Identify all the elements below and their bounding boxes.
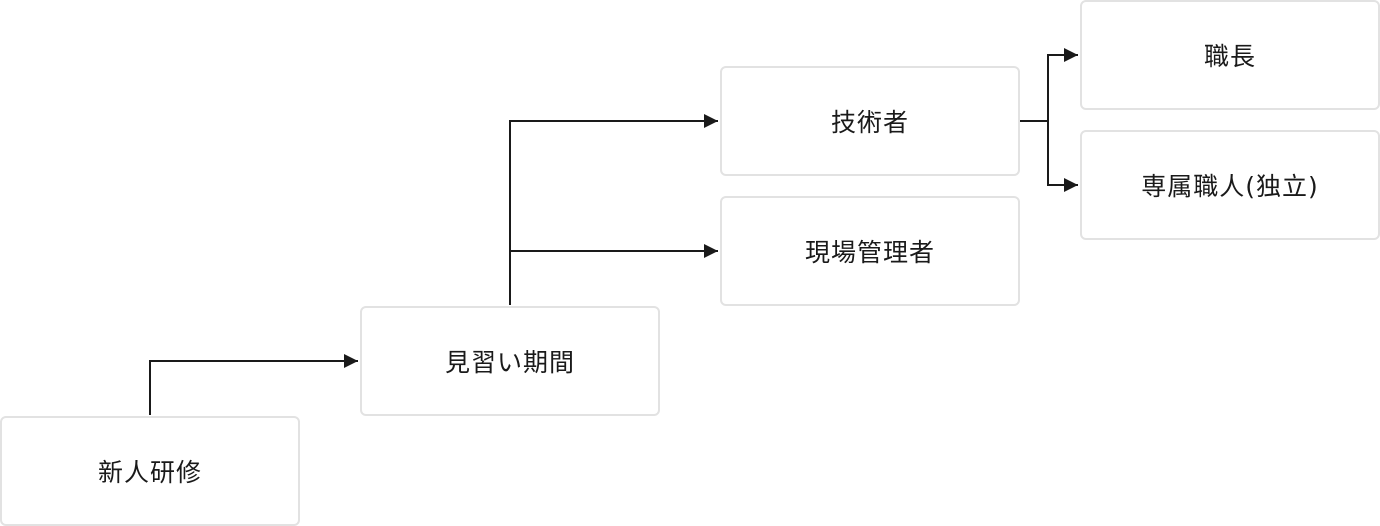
node-label: 専属職人(独立) [1141,172,1319,201]
edge-shinjin-to-minarai [149,354,358,415]
edge-gijutsu-to-senzoku [1047,121,1078,192]
node-label: 技術者 [830,108,909,137]
node-label: 現場管理者 [804,238,935,267]
node-label: 職長 [1203,42,1256,71]
node-label: 見習い期間 [444,348,575,377]
node-label: 新人研修 [97,458,202,487]
node-site-manager: 現場管理者 [720,196,1020,306]
edge-minarai-to-gijutsu [509,114,718,305]
node-apprenticeship: 見習い期間 [360,306,660,416]
edge-gijutsu-to-shokucho [1020,48,1078,122]
node-new-hire-training: 新人研修 [0,416,300,526]
node-foreman: 職長 [1080,0,1380,110]
node-technician: 技術者 [720,66,1020,176]
node-dedicated-craftsman: 専属職人(独立) [1080,130,1380,240]
